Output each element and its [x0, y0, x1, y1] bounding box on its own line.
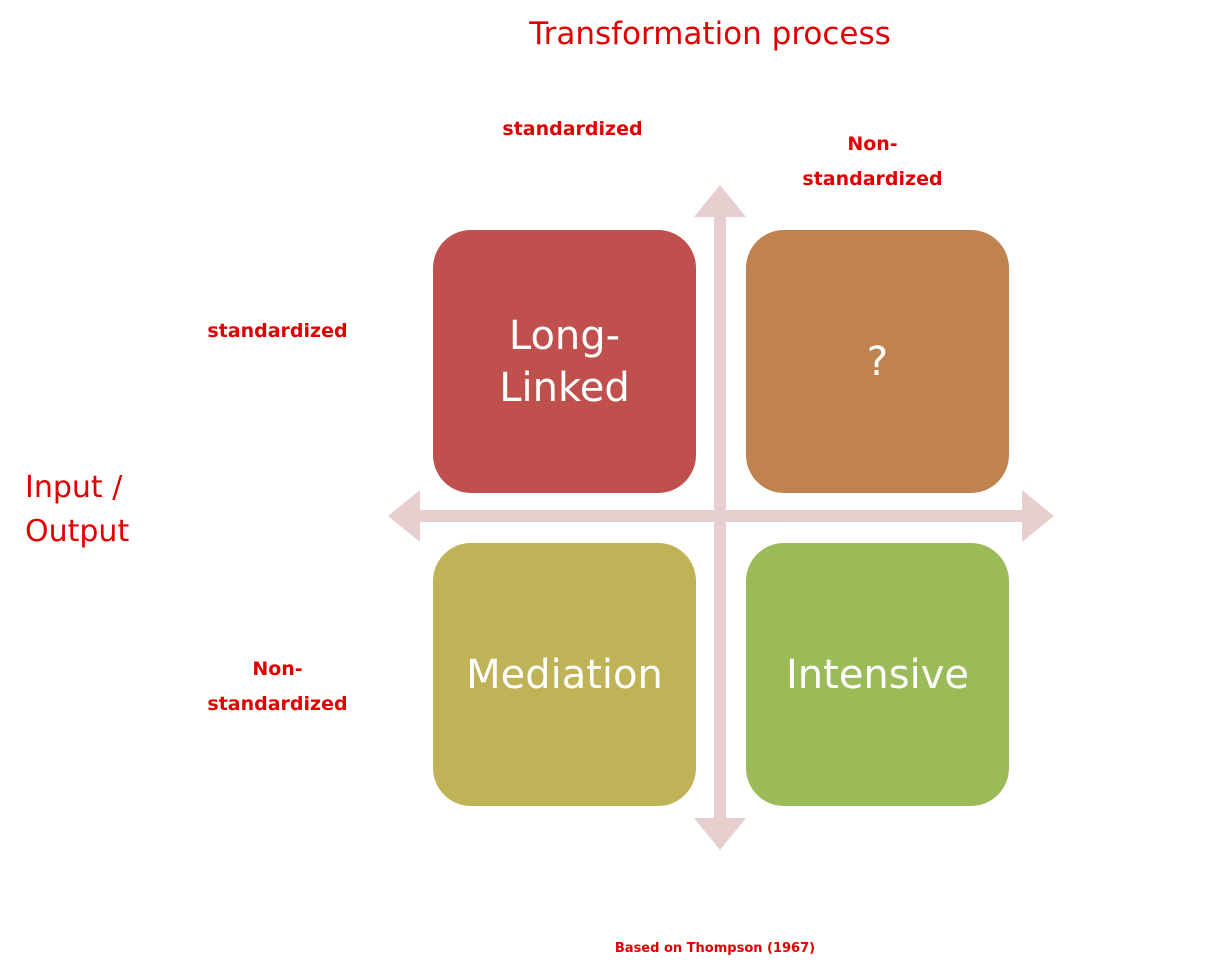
label-line: Input / — [25, 470, 123, 505]
label-line: Non- — [847, 133, 898, 155]
quadrant-text: Intensive — [785, 651, 970, 698]
quadrant-mediation: Mediation — [433, 543, 696, 806]
quadrant-long-linked: Long- Linked — [433, 230, 696, 493]
quadrant-text: Linked — [499, 364, 630, 411]
diagram-title: Transformation process — [529, 16, 891, 52]
label-line: Non- — [252, 658, 303, 680]
column-label-non-standardized: Non-standardized — [785, 127, 960, 197]
label-line: standardized — [207, 693, 348, 715]
row-label-standardized: standardized — [207, 320, 348, 342]
quadrant-unknown: ? — [746, 230, 1009, 493]
quadrant-intensive: Intensive — [746, 543, 1009, 806]
quadrant-text: Mediation — [466, 651, 663, 698]
label-line: Output — [25, 514, 130, 549]
footnote: Based on Thompson (1967) — [614, 941, 816, 956]
horizontal-arrow — [388, 490, 1054, 542]
quadrant-text: Long- — [508, 312, 621, 359]
label-line: standardized — [802, 168, 943, 190]
axis-label-input-output: Input / Output — [25, 466, 129, 554]
quadrant-text: ? — [866, 338, 889, 385]
row-label-non-standardized: Non-standardized — [190, 652, 365, 722]
column-label-standardized: standardized — [502, 118, 643, 140]
